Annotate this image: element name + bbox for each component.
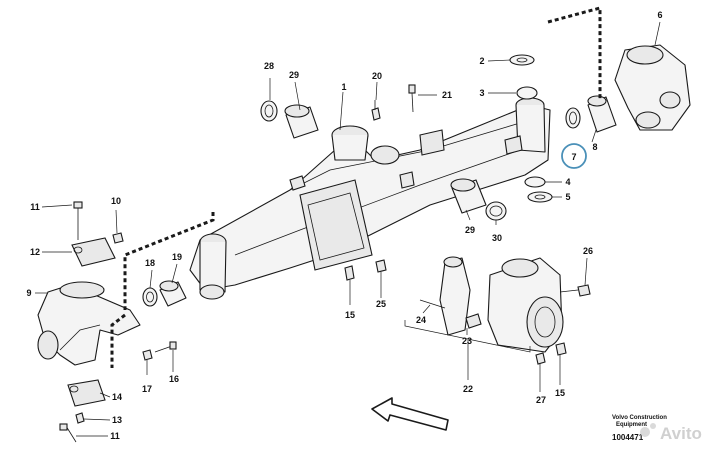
- drawing-code: 1004471: [612, 433, 644, 442]
- label-part-25: 25: [376, 299, 386, 309]
- label-part-30: 30: [492, 233, 502, 243]
- ring-part-30: [485, 201, 507, 221]
- bolt-part-23: [419, 299, 482, 329]
- label-part-22: 22: [463, 384, 473, 394]
- label-part-7: 7: [571, 152, 576, 162]
- direction-arrow-icon: [371, 397, 449, 431]
- bushing-part-29-left: [284, 104, 319, 139]
- arm-part-12: [71, 237, 116, 267]
- bolt-part-11-bottom: [59, 423, 77, 443]
- label-part-15-left: 15: [345, 310, 355, 320]
- label-part-28: 28: [264, 61, 274, 71]
- label-part-12: 12: [30, 247, 40, 257]
- label-part-24: 24: [416, 315, 426, 325]
- label-part-8: 8: [592, 142, 597, 152]
- label-part-26: 26: [583, 246, 593, 256]
- label-part-23: 23: [462, 336, 472, 346]
- label-part-1: 1: [341, 82, 346, 92]
- hub-assembly: [487, 257, 564, 353]
- highlight-circle: [561, 143, 587, 169]
- bolt-part-26: [559, 284, 591, 297]
- watermark-text: Avito: [660, 424, 702, 443]
- bolt-part-27: [535, 352, 546, 365]
- label-part-9: 9: [26, 288, 31, 298]
- label-part-19: 19: [172, 252, 182, 262]
- watermark-logo-icon: [640, 427, 650, 437]
- ring-part-7: [565, 107, 581, 129]
- label-part-16: 16: [169, 374, 179, 384]
- label-part-21: 21: [442, 90, 452, 100]
- bolt-part-11-top: [73, 201, 83, 240]
- bushing-part-19: [159, 280, 187, 307]
- caption-line-1: Volvo Construction: [612, 415, 667, 421]
- label-part-14: 14: [112, 392, 122, 402]
- label-part-3: 3: [479, 88, 484, 98]
- label-part-10: 10: [111, 196, 121, 206]
- label-part-29-right: 29: [465, 225, 475, 235]
- bushing-part-29-right: [450, 178, 487, 214]
- bolt-part-21: [408, 84, 416, 113]
- watermark: Avito: [640, 423, 702, 443]
- arm-part-14: [67, 379, 106, 407]
- bolt-part-25: [375, 259, 387, 273]
- bolt-part-16: [154, 341, 177, 353]
- label-part-6: 6: [657, 10, 662, 20]
- label-part-27: 27: [536, 395, 546, 405]
- part-labels: 1 2 3 4 5 6 7 8 9 10 11 11 12 13 14 15 1…: [26, 10, 662, 441]
- nut-part-13: [75, 412, 85, 424]
- group-bracket-lines: [110, 6, 602, 380]
- label-part-4: 4: [565, 177, 570, 187]
- label-part-11-bottom: 11: [110, 431, 120, 441]
- nut-part-17: [142, 349, 153, 361]
- document-caption: Volvo Construction Equipment 1004471: [612, 415, 667, 442]
- label-part-17: 17: [142, 384, 152, 394]
- label-part-13: 13: [112, 415, 122, 425]
- nut-part-10: [112, 232, 124, 244]
- label-part-11-top: 11: [30, 202, 40, 212]
- label-part-29-left: 29: [289, 70, 299, 80]
- bracket-part-6: [614, 44, 691, 131]
- ring-part-18: [142, 287, 158, 307]
- label-part-20: 20: [372, 71, 382, 81]
- label-part-5: 5: [565, 192, 570, 202]
- bolt-part-20: [371, 100, 381, 121]
- steering-knuckle-part-9: [37, 281, 141, 366]
- bolt-part-15-right: [555, 342, 567, 356]
- bushing-part-8: [587, 95, 617, 133]
- caption-line-2: Equipment: [616, 422, 647, 428]
- label-part-2: 2: [479, 56, 484, 66]
- label-part-15-right: 15: [555, 388, 565, 398]
- axle-beam: [189, 97, 551, 300]
- label-part-18: 18: [145, 258, 155, 268]
- bolt-part-15-left: [344, 265, 355, 281]
- pivot-part-24: [439, 256, 471, 336]
- ring-part-28: [260, 100, 278, 122]
- leader-lines: [35, 21, 661, 437]
